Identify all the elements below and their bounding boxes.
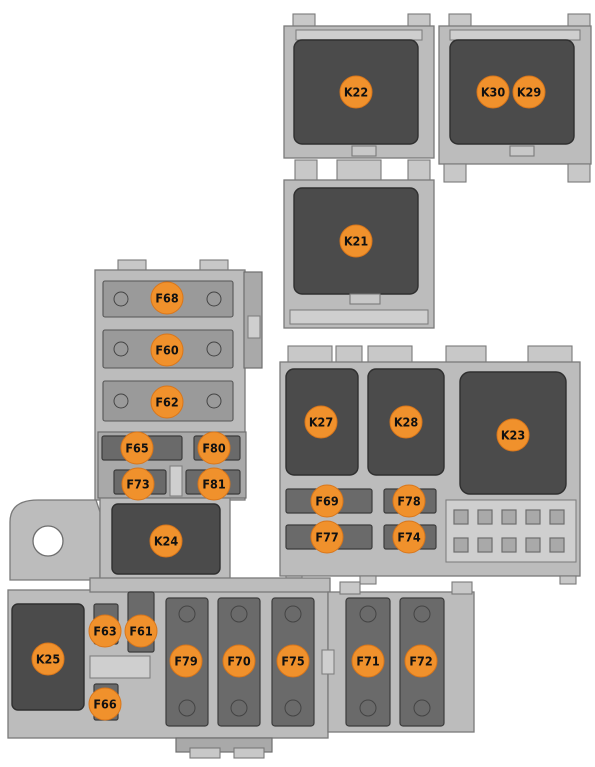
- label-k24: K24: [149, 524, 183, 558]
- label-f70: F70: [222, 644, 256, 678]
- label-f63: F63: [88, 614, 122, 648]
- label-f62: F62: [150, 385, 184, 419]
- label-f72: F72: [404, 644, 438, 678]
- label-f71-text: F71: [356, 654, 380, 669]
- label-f72-text: F72: [409, 654, 432, 669]
- position-labels: K22 K30 K29 K21 F68 F60 F62 F65 F80 F73 …: [31, 75, 546, 721]
- label-k25: K25: [31, 642, 65, 676]
- label-f60: F60: [150, 333, 184, 367]
- label-f75: F75: [276, 644, 310, 678]
- label-f65: F65: [120, 431, 154, 465]
- label-f78-text: F78: [397, 494, 421, 509]
- label-k30: K30: [476, 75, 510, 109]
- label-f78: F78: [392, 484, 426, 518]
- label-f81-text: F81: [202, 477, 226, 492]
- label-k24-text: K24: [154, 534, 179, 549]
- label-f74: F74: [392, 520, 426, 554]
- label-f77-text: F77: [315, 530, 338, 545]
- label-f68: F68: [150, 281, 184, 315]
- label-k23: K23: [496, 418, 530, 452]
- label-k22-text: K22: [344, 85, 368, 100]
- label-k22: K22: [339, 75, 373, 109]
- label-f69-text: F69: [315, 494, 339, 509]
- label-f66: F66: [88, 687, 122, 721]
- label-k25-text: K25: [36, 652, 61, 667]
- relay-block-middle-right: [279, 345, 581, 585]
- label-f63-text: F63: [93, 624, 116, 639]
- fuse-block-upper-left: [94, 259, 263, 501]
- relay-block-k24: [9, 497, 231, 583]
- label-f68-text: F68: [155, 291, 179, 306]
- label-k30-text: K30: [481, 85, 506, 100]
- relay-block-top: [283, 13, 592, 329]
- label-k28: K28: [389, 405, 423, 439]
- label-f80: F80: [197, 431, 231, 465]
- label-f69: F69: [310, 484, 344, 518]
- label-f74-text: F74: [397, 530, 421, 545]
- label-f71: F71: [351, 644, 385, 678]
- label-f79: F79: [169, 644, 203, 678]
- label-f73: F73: [121, 467, 155, 501]
- label-f80-text: F80: [202, 441, 226, 456]
- label-f81: F81: [197, 467, 231, 501]
- label-k21-text: K21: [344, 234, 369, 249]
- label-f75-text: F75: [281, 654, 305, 669]
- label-f61-text: F61: [129, 624, 153, 639]
- label-k28-text: K28: [394, 415, 419, 430]
- mounting-hole: [32, 525, 64, 557]
- label-f62-text: F62: [155, 395, 178, 410]
- label-k21: K21: [339, 224, 373, 258]
- label-f77: F77: [310, 520, 344, 554]
- label-f65-text: F65: [125, 441, 149, 456]
- label-k27-text: K27: [309, 415, 333, 430]
- label-f79-text: F79: [174, 654, 198, 669]
- fuse-block-bottom: [7, 577, 475, 759]
- label-f61: F61: [124, 614, 158, 648]
- label-k29: K29: [512, 75, 546, 109]
- label-f66-text: F66: [93, 697, 117, 712]
- relay-k30-k29-body: [449, 39, 575, 145]
- label-k23-text: K23: [501, 428, 525, 443]
- label-k29-text: K29: [517, 85, 542, 100]
- label-f60-text: F60: [155, 343, 179, 358]
- label-f73-text: F73: [126, 477, 149, 492]
- label-f70-text: F70: [227, 654, 251, 669]
- label-k27: K27: [304, 405, 338, 439]
